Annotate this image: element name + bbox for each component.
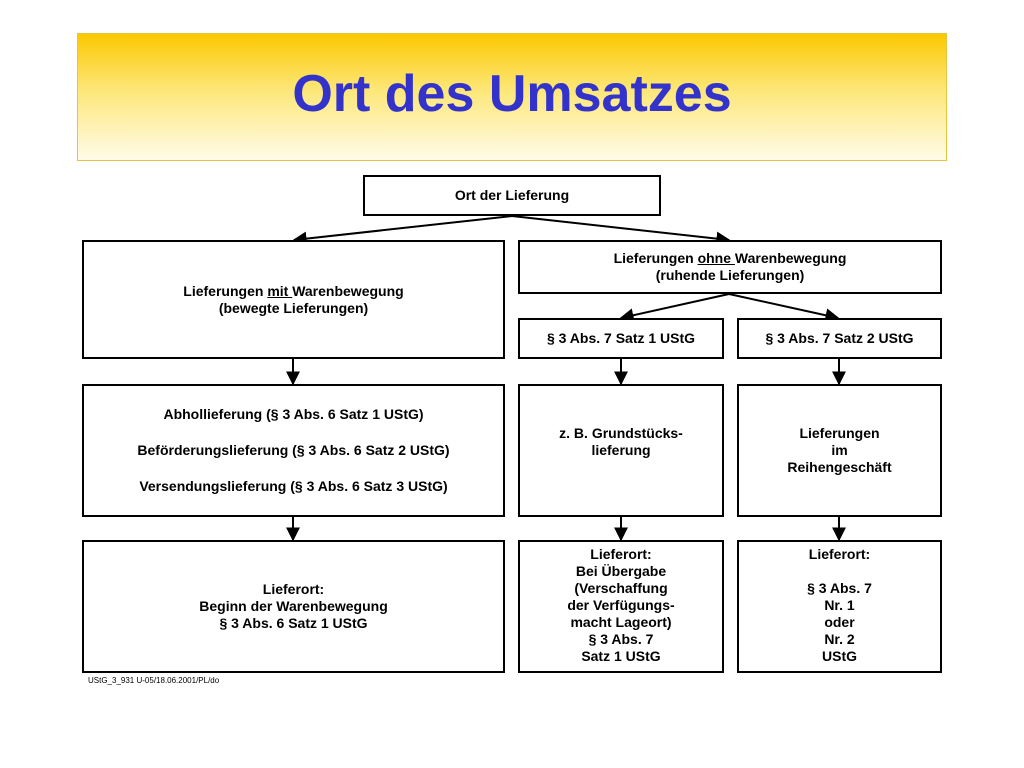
- sub1-box: § 3 Abs. 7 Satz 1 UStG: [518, 318, 724, 359]
- sub1-lieferort-line: Lieferort:: [590, 546, 652, 562]
- sub2-lieferort-line: oder: [824, 614, 855, 630]
- left-lieferort-line: § 3 Abs. 6 Satz 1 UStG: [219, 615, 368, 631]
- sub1-example-box: z. B. Grundstücks- lieferung: [518, 384, 724, 517]
- sub2-lieferort-line: Nr. 2: [824, 631, 855, 647]
- left-lieferort-box: Lieferort: Beginn der Warenbewegung § 3 …: [82, 540, 505, 673]
- arrow-root-to-right: [511, 215, 731, 246]
- right-branch-emphasis: ohne: [697, 250, 735, 266]
- root-label: Ort der Lieferung: [454, 187, 570, 203]
- footer-note: UStG_3_931 U-05/18.06.2001/PL/do: [88, 676, 220, 685]
- sub2-lieferort-box: Lieferort: § 3 Abs. 7 Nr. 1 oder Nr. 2 U…: [737, 540, 942, 673]
- sub2-example-line: im: [831, 442, 848, 458]
- left-branch-box: Lieferungen mit Warenbewegung (bewegte L…: [82, 240, 505, 359]
- type-befoerderungslieferung: Beförderungslieferung (§ 3 Abs. 6 Satz 2…: [137, 442, 450, 458]
- sub1-lieferort-box: Lieferort: Bei Übergabe (Verschaffung de…: [518, 540, 724, 673]
- sub2-example-line: Lieferungen: [799, 425, 880, 441]
- sub2-lieferort-line: § 3 Abs. 7: [807, 580, 872, 596]
- type-versendungslieferung: Versendungslieferung (§ 3 Abs. 6 Satz 3 …: [139, 478, 448, 494]
- sub2-box: § 3 Abs. 7 Satz 2 UStG: [737, 318, 942, 359]
- arrow-right-to-sub2: [728, 293, 840, 323]
- left-lieferort-line: Lieferort:: [262, 581, 325, 597]
- right-branch-subtitle: (ruhende Lieferungen): [655, 267, 805, 283]
- sub2-lieferort-line: UStG: [822, 648, 857, 664]
- sub1-lieferort-line: Bei Übergabe: [575, 563, 667, 579]
- sub1-lieferort-line: (Verschaffung: [574, 580, 668, 596]
- sub2-label: § 3 Abs. 7 Satz 2 UStG: [765, 330, 914, 346]
- arrow-root-to-left: [292, 215, 513, 246]
- sub1-lieferort-line: macht Lageort): [570, 614, 672, 630]
- root-box: Ort der Lieferung: [363, 175, 661, 216]
- sub1-lieferort-line: der Verfügungs-: [567, 597, 675, 613]
- left-lieferort-line: Beginn der Warenbewegung: [199, 598, 388, 614]
- title-banner: Ort des Umsatzes: [77, 33, 947, 161]
- arrow-right-to-sub1: [619, 293, 730, 323]
- left-branch-label: Lieferungen mit Warenbewegung: [183, 282, 404, 299]
- page-title: Ort des Umsatzes: [292, 65, 732, 123]
- sub2-example-box: Lieferungen im Reihengeschäft: [737, 384, 942, 517]
- left-branch-emphasis: mit: [267, 282, 293, 299]
- sub2-lieferort-line: Nr. 1: [824, 597, 855, 613]
- sub1-lieferort-line: Satz 1 UStG: [581, 648, 661, 664]
- sub1-lieferort-line: § 3 Abs. 7: [588, 631, 654, 647]
- sub2-example-line: Reihengeschäft: [787, 459, 892, 475]
- type-abhollieferung: Abhollieferung (§ 3 Abs. 6 Satz 1 UStG): [163, 406, 424, 422]
- sub1-example-line: z. B. Grundstücks-: [559, 425, 683, 441]
- right-branch-box: Lieferungen ohne Warenbewegung (ruhende …: [518, 240, 942, 294]
- left-types-box: Abhollieferung (§ 3 Abs. 6 Satz 1 UStG) …: [82, 384, 505, 517]
- sub2-lieferort-line: Lieferort:: [808, 546, 871, 562]
- sub1-example-line: lieferung: [591, 442, 651, 458]
- left-branch-subtitle: (bewegte Lieferungen): [218, 299, 369, 316]
- right-branch-label: Lieferungen ohne Warenbewegung: [613, 250, 847, 266]
- sub1-label: § 3 Abs. 7 Satz 1 UStG: [546, 330, 696, 346]
